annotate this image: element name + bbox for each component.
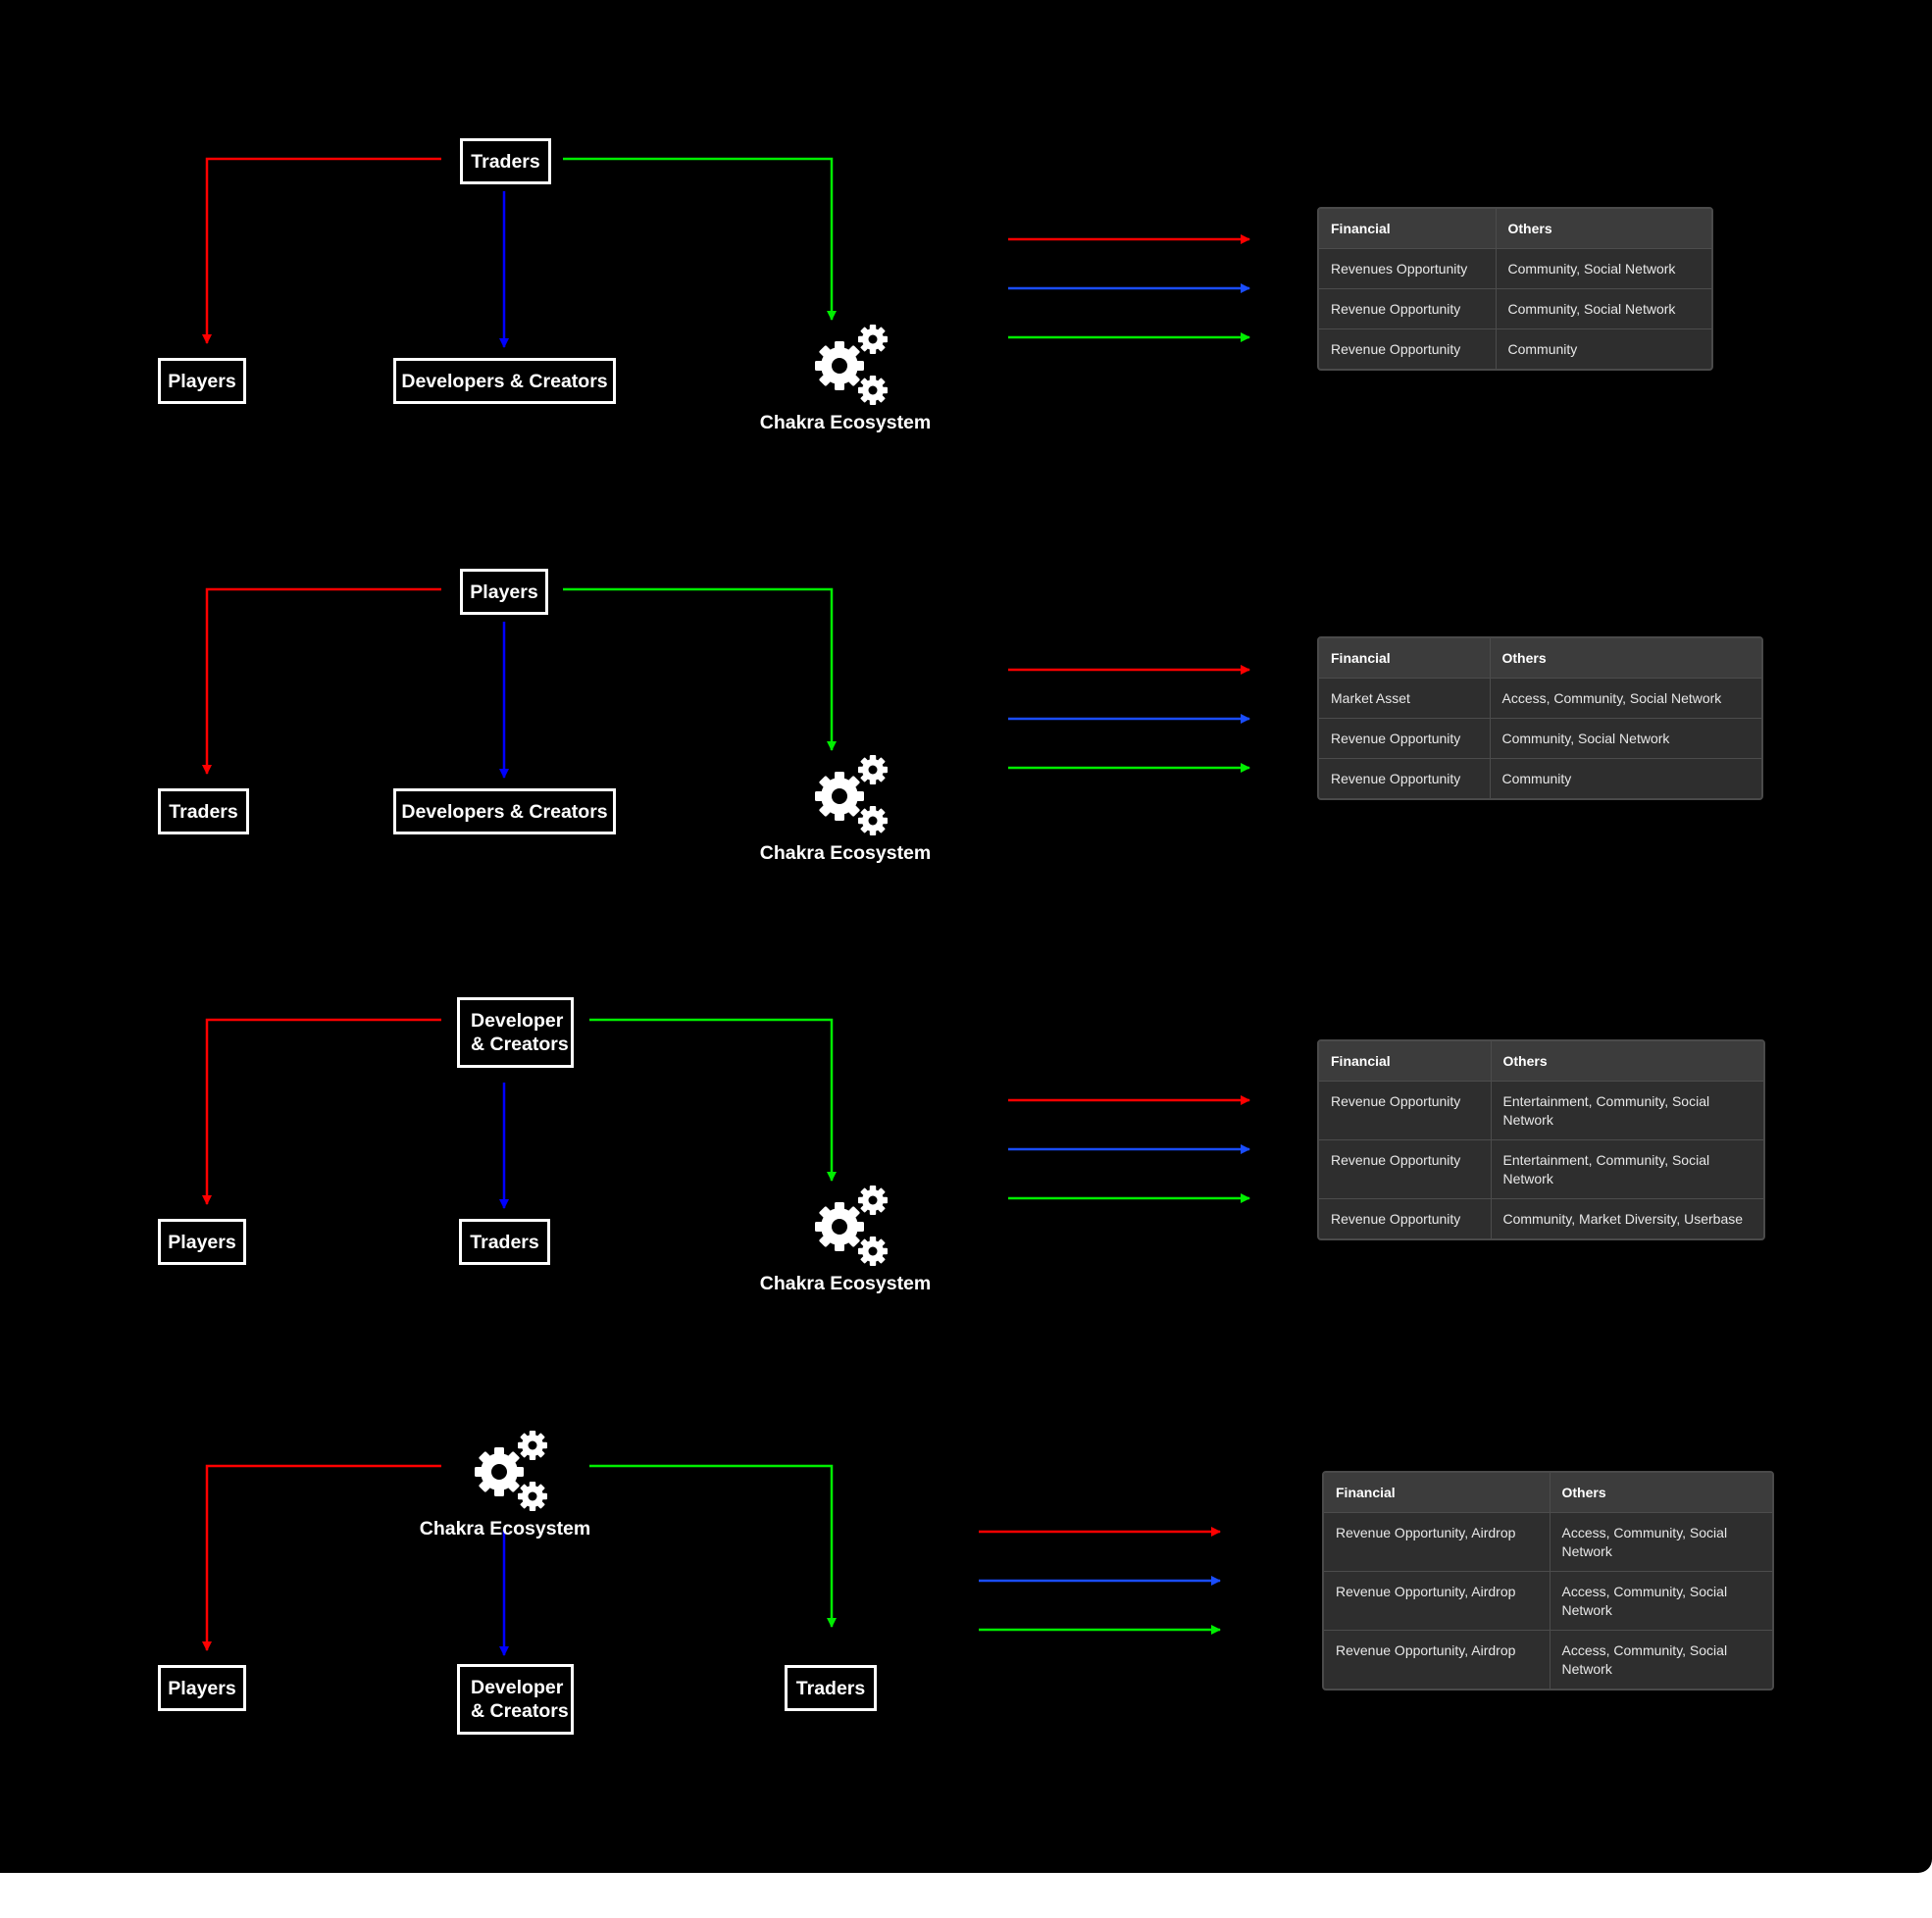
cell-others: Entertainment, Community, Social Network bbox=[1490, 1081, 1763, 1140]
cell-others: Access, Community, Social Network bbox=[1489, 678, 1761, 719]
cell-financial: Revenue Opportunity, Airdrop bbox=[1324, 1512, 1550, 1572]
table-header-row: Financial Others bbox=[1324, 1473, 1772, 1513]
chakra-ecosystem-node: Chakra Ecosystem bbox=[728, 752, 963, 875]
table-row: Revenue Opportunity, Airdrop Access, Com… bbox=[1324, 1630, 1772, 1689]
chakra-ecosystem-source-node: Chakra Ecosystem bbox=[387, 1428, 623, 1550]
connector-green bbox=[563, 587, 837, 751]
cell-others: Community bbox=[1489, 758, 1761, 798]
table-header-row: Financial Others bbox=[1319, 638, 1761, 679]
value-table: Financial Others Revenue Opportunity Ent… bbox=[1317, 1039, 1765, 1240]
cell-others: Community, Social Network bbox=[1489, 718, 1761, 759]
table-row: Revenue Opportunity Community, Social Ne… bbox=[1319, 718, 1761, 759]
target-node-players: Players bbox=[158, 1219, 246, 1265]
value-table: Financial Others Revenues Opportunity Co… bbox=[1317, 207, 1713, 371]
cell-financial: Revenue Opportunity bbox=[1319, 1081, 1491, 1140]
cell-financial: Revenue Opportunity bbox=[1319, 718, 1490, 759]
cell-financial: Revenue Opportunity bbox=[1319, 328, 1496, 369]
connector-red bbox=[202, 1018, 441, 1205]
chakra-ecosystem-node: Chakra Ecosystem bbox=[728, 1183, 963, 1305]
target-node-traders: Traders bbox=[158, 788, 249, 834]
table-row: Revenue Opportunity, Airdrop Access, Com… bbox=[1324, 1512, 1772, 1572]
cell-others: Access, Community, Social Network bbox=[1549, 1571, 1772, 1631]
target-node-line-1: Developer bbox=[471, 1677, 564, 1698]
table-row: Revenues Opportunity Community, Social N… bbox=[1319, 248, 1711, 289]
cell-others: Access, Community, Social Network bbox=[1549, 1630, 1772, 1689]
target-node-players: Players bbox=[158, 358, 246, 404]
table-row: Revenue Opportunity Community, Social Ne… bbox=[1319, 288, 1711, 329]
header-others: Others bbox=[1495, 209, 1711, 249]
cell-financial: Revenue Opportunity bbox=[1319, 1198, 1491, 1238]
target-node-players: Players bbox=[158, 1665, 246, 1711]
header-others: Others bbox=[1490, 1041, 1763, 1082]
table-row: Revenue Opportunity Community, Market Di… bbox=[1319, 1198, 1763, 1238]
target-node-line-2: & Creators bbox=[471, 1700, 569, 1722]
cell-others: Community, Social Network bbox=[1495, 288, 1711, 329]
cell-financial: Revenue Opportunity bbox=[1319, 758, 1490, 798]
table-row: Revenue Opportunity Community bbox=[1319, 328, 1711, 369]
cell-financial: Revenue Opportunity, Airdrop bbox=[1324, 1630, 1550, 1689]
cell-others: Entertainment, Community, Social Network bbox=[1490, 1139, 1763, 1199]
header-financial: Financial bbox=[1319, 638, 1490, 679]
target-node-traders: Traders bbox=[785, 1665, 877, 1711]
ecosystem-label: Chakra Ecosystem bbox=[759, 1273, 932, 1294]
cell-financial: Revenues Opportunity bbox=[1319, 248, 1496, 289]
table-row: Revenue Opportunity Community bbox=[1319, 758, 1761, 798]
ecosystem-label: Chakra Ecosystem bbox=[419, 1518, 591, 1539]
source-node-developer-creators: Developer & Creators bbox=[457, 997, 574, 1068]
value-table: Financial Others Revenue Opportunity, Ai… bbox=[1322, 1471, 1774, 1691]
connector-green bbox=[589, 1018, 837, 1182]
source-node-traders: Traders bbox=[460, 138, 551, 184]
ecosystem-label: Chakra Ecosystem bbox=[759, 842, 932, 864]
cell-financial: Market Asset bbox=[1319, 678, 1490, 719]
cell-others: Access, Community, Social Network bbox=[1549, 1512, 1772, 1572]
connector-green bbox=[589, 1464, 837, 1628]
source-node-line-2: & Creators bbox=[471, 1034, 569, 1055]
cell-financial: Revenue Opportunity bbox=[1319, 1139, 1491, 1199]
header-others: Others bbox=[1489, 638, 1761, 679]
header-financial: Financial bbox=[1324, 1473, 1550, 1513]
cell-financial: Revenue Opportunity, Airdrop bbox=[1324, 1571, 1550, 1631]
target-node-developers-creators: Developers & Creators bbox=[393, 358, 616, 404]
cell-others: Community bbox=[1495, 328, 1711, 369]
connector-layer bbox=[202, 157, 1250, 1656]
connector-red bbox=[202, 587, 441, 775]
cell-others: Community, Market Diversity, Userbase bbox=[1490, 1198, 1763, 1238]
table-row: Revenue Opportunity, Airdrop Access, Com… bbox=[1324, 1571, 1772, 1631]
source-node-players: Players bbox=[460, 569, 548, 615]
connector-red bbox=[202, 1464, 441, 1651]
table-row: Revenue Opportunity Entertainment, Commu… bbox=[1319, 1081, 1763, 1140]
target-node-developers-creators: Developers & Creators bbox=[393, 788, 616, 834]
source-node-line-1: Developer bbox=[471, 1010, 564, 1032]
gears-icon bbox=[810, 1183, 898, 1271]
gears-icon bbox=[810, 752, 898, 840]
table-header-row: Financial Others bbox=[1319, 1041, 1763, 1082]
table-row: Market Asset Access, Community, Social N… bbox=[1319, 678, 1761, 719]
ecosystem-label: Chakra Ecosystem bbox=[759, 412, 932, 433]
gears-icon bbox=[810, 322, 898, 410]
header-financial: Financial bbox=[1319, 209, 1496, 249]
gears-icon bbox=[470, 1428, 558, 1516]
connector-green bbox=[563, 157, 837, 321]
chakra-ecosystem-node: Chakra Ecosystem bbox=[728, 322, 963, 444]
table-row: Revenue Opportunity Entertainment, Commu… bbox=[1319, 1139, 1763, 1199]
cell-financial: Revenue Opportunity bbox=[1319, 288, 1496, 329]
header-financial: Financial bbox=[1319, 1041, 1491, 1082]
table-header-row: Financial Others bbox=[1319, 209, 1711, 249]
header-others: Others bbox=[1549, 1473, 1772, 1513]
value-table: Financial Others Market Asset Access, Co… bbox=[1317, 636, 1763, 800]
cell-others: Community, Social Network bbox=[1495, 248, 1711, 289]
diagram-canvas: Traders Players Developers & Creators Ch… bbox=[0, 0, 1932, 1873]
target-node-developer-creators: Developer & Creators bbox=[457, 1664, 574, 1735]
connector-red bbox=[202, 157, 441, 344]
target-node-traders: Traders bbox=[459, 1219, 550, 1265]
